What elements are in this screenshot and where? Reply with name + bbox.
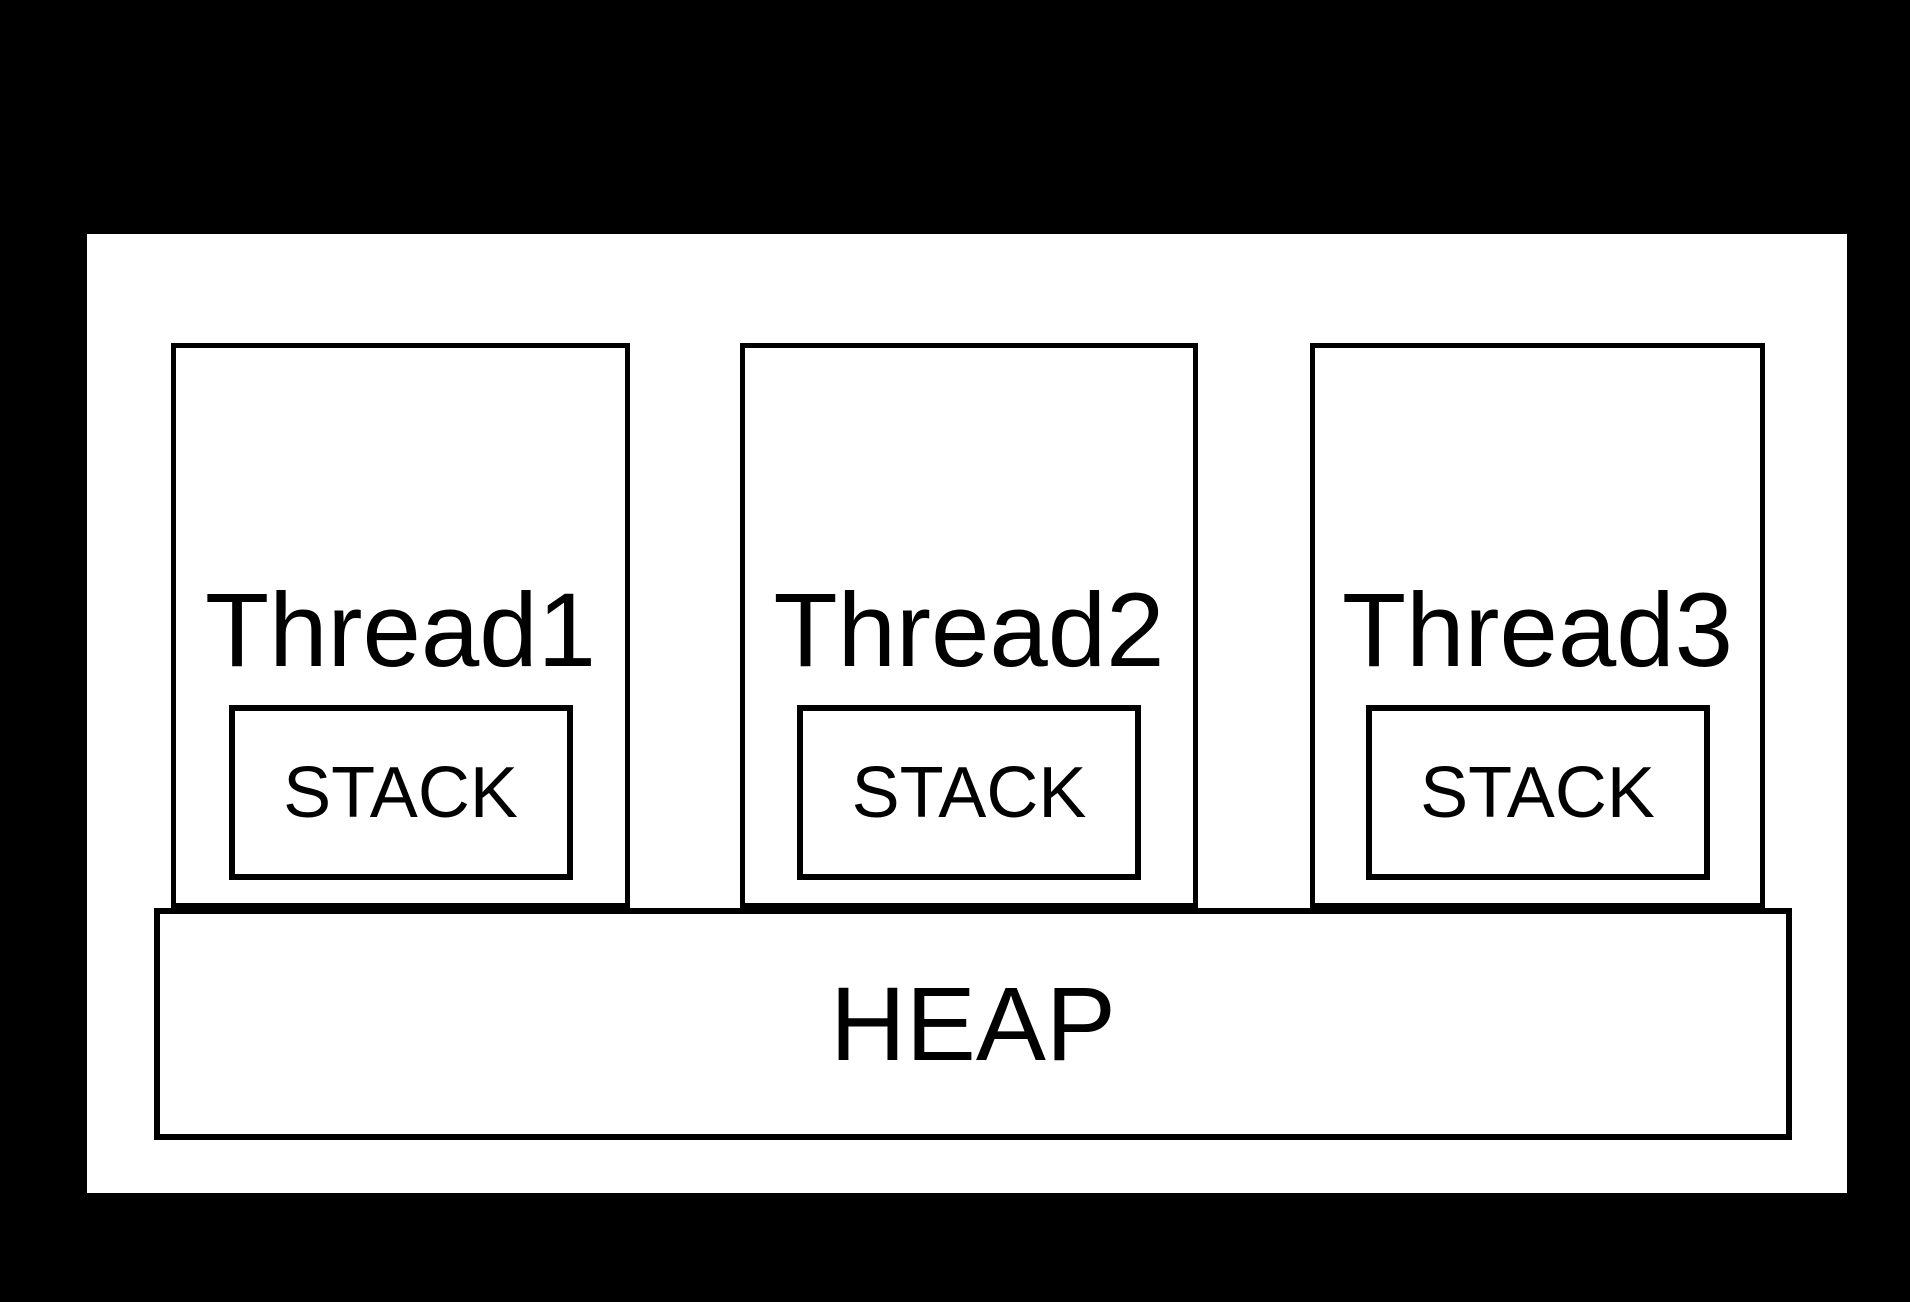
- thread3-stack-label: STACK: [1420, 752, 1655, 833]
- thread2-stack-label: STACK: [851, 752, 1087, 833]
- heap-label: HEAP: [830, 965, 1116, 1083]
- thread1-stack-box: STACK: [228, 705, 573, 880]
- thread3-stack-box: STACK: [1365, 705, 1710, 880]
- thread3-label: Thread3: [1341, 572, 1734, 689]
- thread1-box: Thread1 STACK: [171, 343, 630, 908]
- thread3-box: Thread3 STACK: [1310, 343, 1765, 908]
- process-memory-panel: Thread1 STACK Thread2 STACK Thread3 STAC…: [87, 234, 1847, 1193]
- thread1-label: Thread1: [204, 572, 597, 689]
- thread2-box: Thread2 STACK: [740, 343, 1198, 908]
- thread2-stack-box: STACK: [797, 705, 1141, 880]
- thread2-label: Thread2: [773, 572, 1165, 689]
- heap-box: HEAP: [154, 908, 1792, 1140]
- thread1-stack-label: STACK: [283, 752, 518, 833]
